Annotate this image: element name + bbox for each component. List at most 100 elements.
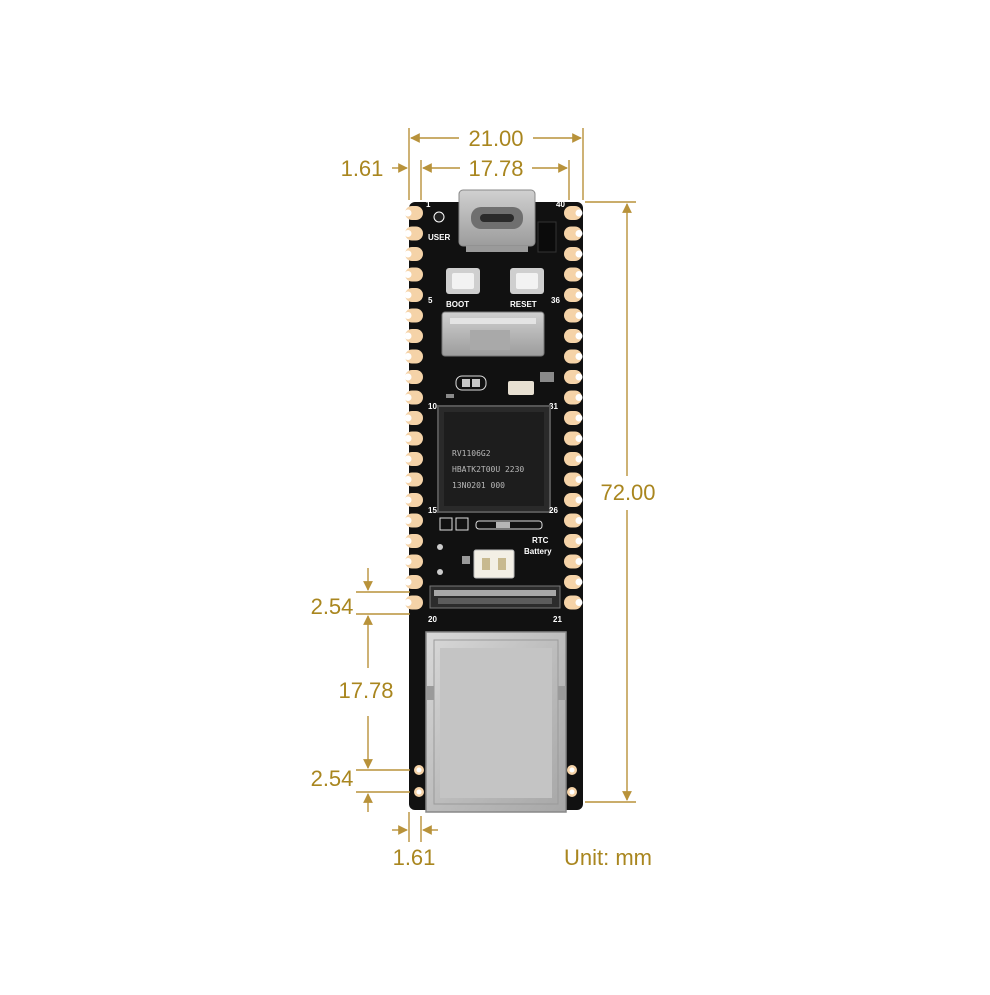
right-pad: [564, 493, 582, 507]
unit-label: Unit: mm: [564, 845, 652, 870]
pin-1-label: 1: [426, 200, 431, 209]
pin-pitch-top-label: 2.54: [311, 594, 354, 619]
mount-hole-spacing-label: 17.78: [338, 678, 393, 703]
pad-half-hole: [404, 291, 412, 299]
pad-half-hole: [575, 599, 583, 606]
pad-half-hole: [404, 455, 412, 463]
left-pad: [405, 431, 423, 446]
pad-half-hole: [404, 476, 412, 483]
boot-button[interactable]: [446, 268, 480, 294]
passive-components: [446, 372, 554, 398]
usb-c-connector: [458, 189, 536, 252]
pad-half-hole: [404, 394, 412, 401]
right-pad: [564, 554, 582, 569]
chip-line-3: 13N0201 000: [452, 481, 505, 490]
pin-5-label: 5: [428, 296, 433, 305]
right-pad: [564, 288, 582, 302]
pin-10-label: 10: [428, 402, 437, 411]
pad-half-hole: [404, 353, 412, 360]
battery-label: Battery: [524, 547, 552, 556]
chip-line-1: RV1106G2: [452, 449, 491, 458]
left-pad: [405, 349, 423, 364]
left-pad: [405, 554, 423, 569]
boot-label: BOOT: [446, 300, 469, 309]
pad-half-hole: [404, 558, 412, 565]
left-pad: [405, 493, 423, 507]
pad-half-hole: [404, 373, 412, 381]
right-pin-header: [564, 206, 583, 610]
pad-half-hole: [575, 312, 583, 319]
right-pad: [564, 534, 582, 548]
right-pad: [564, 206, 582, 220]
pad-half-hole: [575, 435, 583, 442]
dim-left-pitches: 2.54 17.78 2.54: [311, 568, 410, 812]
pad-half-hole: [575, 414, 583, 422]
right-pad: [564, 513, 582, 528]
fpc-connector: [429, 585, 561, 609]
user-label: USER: [428, 233, 450, 242]
left-pad: [405, 534, 423, 548]
dim-total-width: 21.00: [410, 126, 582, 151]
pad-half-hole: [404, 209, 412, 217]
right-pad: [564, 431, 582, 446]
pad-half-hole: [575, 394, 583, 401]
pin-36-label: 36: [551, 296, 560, 305]
pin-15-label: 15: [428, 506, 437, 515]
mounting-holes: [414, 765, 577, 797]
right-pad: [564, 390, 582, 405]
pad-half-hole: [575, 476, 583, 483]
right-pad: [564, 226, 582, 241]
left-pad: [405, 226, 423, 241]
left-pin-header: [404, 206, 423, 610]
left-pad: [405, 370, 423, 384]
pad-half-hole: [575, 291, 583, 299]
left-pad: [405, 329, 423, 343]
pad-half-hole: [575, 517, 583, 524]
rtc-battery-connector: [462, 549, 515, 579]
right-pad: [564, 308, 582, 323]
pad-half-hole: [575, 353, 583, 360]
pin-21-label: 21: [553, 615, 562, 624]
pad-half-hole: [404, 435, 412, 442]
dim-pin-row-spacing: 17.78: [422, 156, 568, 181]
left-pad: [405, 411, 423, 425]
pin-31-label: 31: [549, 402, 558, 411]
pad-half-hole: [575, 332, 583, 340]
pad-half-hole: [404, 599, 412, 606]
left-pad: [405, 247, 423, 261]
pad-half-hole: [404, 578, 412, 586]
board-length-label: 72.00: [600, 480, 655, 505]
reset-label: RESET: [510, 300, 537, 309]
pad-half-hole: [575, 578, 583, 586]
total-width-label: 21.00: [468, 126, 523, 151]
pad-half-hole: [575, 496, 583, 504]
right-pad: [564, 472, 582, 487]
reset-button[interactable]: [510, 268, 544, 294]
pad-half-hole: [404, 332, 412, 340]
pad-half-hole: [404, 496, 412, 504]
dim-left-edge-offset: 1.61: [341, 156, 408, 181]
right-pad: [564, 595, 582, 610]
pin-pitch-bottom-label: 2.54: [311, 766, 354, 791]
pad-half-hole: [575, 209, 583, 217]
pad-half-hole: [575, 373, 583, 381]
rtc-label: RTC: [532, 536, 549, 545]
left-pad: [405, 206, 423, 220]
dimension-annotations: 21.00 17.78 1.61 72.00 2.54: [311, 126, 656, 870]
component-row: [437, 517, 543, 575]
right-pad: [564, 370, 582, 384]
chip-line-2: HBATK2T00U 2230: [452, 465, 524, 474]
pin-row-spacing-label: 17.78: [468, 156, 523, 181]
pad-half-hole: [575, 250, 583, 258]
left-pad: [405, 308, 423, 323]
pad-half-hole: [404, 271, 412, 278]
pad-half-hole: [404, 312, 412, 319]
right-pad: [564, 329, 582, 343]
pcb-board: 1 40 USER 5 BOOT RESET 36: [404, 189, 583, 813]
dim-bottom-edge-offset: 1.61: [392, 812, 438, 870]
right-pad: [564, 247, 582, 261]
left-pad: [405, 513, 423, 528]
left-pad: [405, 390, 423, 405]
left-pad: [405, 267, 423, 282]
